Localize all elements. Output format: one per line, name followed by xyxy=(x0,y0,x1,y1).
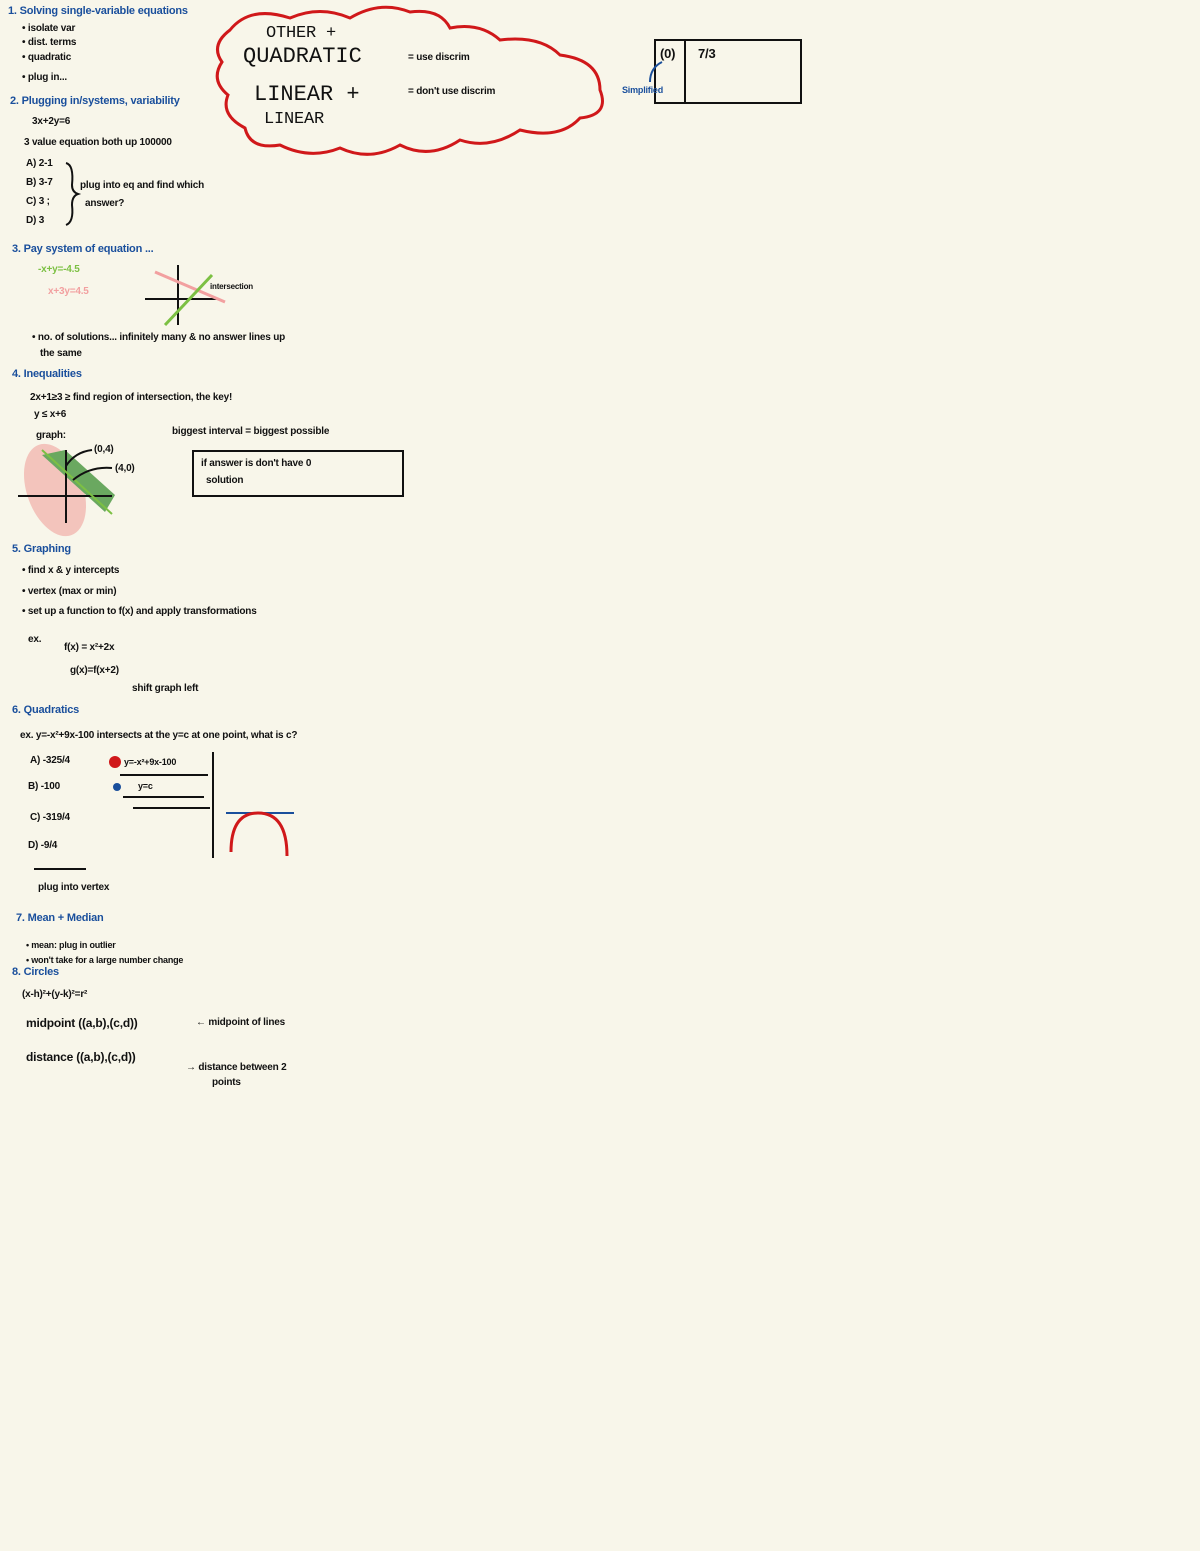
s1-item: • dist. terms xyxy=(22,37,77,48)
s6-choice: D) -9/4 xyxy=(28,840,58,851)
s4-graph-label: graph: xyxy=(36,430,66,441)
s4-point: (0,4) xyxy=(94,444,114,455)
s8-eq: (x-h)²+(y-k)²=r² xyxy=(22,989,88,1000)
s2-choice: C) 3 ; xyxy=(26,196,50,207)
s4-box-text: if answer is don't have 0 xyxy=(201,458,312,469)
s5-item: • set up a function to f(x) and apply tr… xyxy=(22,606,257,617)
quadratic-sketch xyxy=(34,752,294,870)
s2-choice: A) 2-1 xyxy=(26,158,53,169)
s3-note: the same xyxy=(40,348,82,359)
s4-line: y ≤ x+6 xyxy=(34,409,67,420)
section-4-title: 4. Inequalities xyxy=(12,368,82,380)
s3-eq-green: -x+y=-4.5 xyxy=(38,264,80,275)
s3-note: • no. of solutions... infinitely many & … xyxy=(32,332,286,343)
s4-note: biggest interval = biggest possible xyxy=(172,426,330,437)
s6-question: ex. y=-x²+9x-100 intersects at the y=c a… xyxy=(20,730,298,741)
system-graph xyxy=(145,265,226,327)
s4-box-text: solution xyxy=(206,475,244,486)
s6-choice: B) -100 xyxy=(28,781,60,792)
s5-ex: ex. xyxy=(28,634,42,645)
s4-point: (4,0) xyxy=(115,463,135,474)
section-1-title: 1. Solving single-variable equations xyxy=(8,5,188,17)
s1-item: • isolate var xyxy=(22,23,76,34)
s7-item: • mean: plug in outlier xyxy=(26,940,116,950)
card-label: Simplified xyxy=(622,85,664,95)
s5-shift: shift graph left xyxy=(132,683,199,694)
card-box xyxy=(654,39,802,104)
s7-item: • won't take for a large number change xyxy=(26,955,184,965)
s6-choice: C) -319/4 xyxy=(30,812,70,823)
cloud-quadratic: QUADRATIC xyxy=(243,44,362,69)
s6-eq1: y=-x²+9x-100 xyxy=(124,757,177,767)
s8-midpoint: midpoint ((a,b),(c,d)) xyxy=(26,1016,138,1030)
section-8-title: 8. Circles xyxy=(12,966,59,978)
s1-item: • quadratic xyxy=(22,52,72,63)
inequality-graph xyxy=(18,443,115,537)
s2-brace-note: plug into eq and find which xyxy=(80,180,205,191)
s8-distance-note: points xyxy=(212,1077,241,1088)
section-3-title: 3. Pay system of equation ... xyxy=(12,243,154,255)
s1-item: • plug in... xyxy=(22,72,67,83)
s8-distance: distance ((a,b),(c,d)) xyxy=(26,1050,136,1064)
s2-choice: D) 3 xyxy=(26,215,45,226)
s5-item: • vertex (max or min) xyxy=(22,586,117,597)
s6-choice: A) -325/4 xyxy=(30,755,70,766)
cloud-other: OTHER + xyxy=(266,24,337,43)
section-5-title: 5. Graphing xyxy=(12,543,71,555)
cloud-quad-note: = use discrim xyxy=(408,52,470,63)
s6-eq2: y=c xyxy=(138,781,153,791)
s6-plug: plug into vertex xyxy=(38,882,110,893)
s5-g: g(x)=f(x+2) xyxy=(70,665,119,676)
s2-brace-note: answer? xyxy=(85,198,125,209)
cloud-linear2: LINEAR xyxy=(264,110,325,129)
s2-choice: B) 3-7 xyxy=(26,177,53,188)
card-right: 7/3 xyxy=(698,46,716,61)
cloud-linear: LINEAR + xyxy=(254,82,360,107)
s8-midpoint-note: ← midpoint of lines xyxy=(196,1017,285,1028)
cloud-outline xyxy=(215,5,604,156)
arrow-icon xyxy=(649,61,663,83)
cloud-linear-note: = don't use discrim xyxy=(408,86,496,97)
note-box xyxy=(192,450,404,497)
s4-line: 2x+1≥3 ≥ find region of intersection, th… xyxy=(30,392,233,403)
s3-intersection: intersection xyxy=(210,282,253,291)
s5-item: • find x & y intercepts xyxy=(22,565,120,576)
s2-note: 3 value equation both up 100000 xyxy=(24,137,172,148)
s5-f: f(x) = x²+2x xyxy=(64,642,115,653)
card-left: (0) xyxy=(660,46,676,61)
s3-eq-pink: x+3y=4.5 xyxy=(48,286,89,297)
s8-distance-note: → distance between 2 xyxy=(186,1062,287,1073)
section-6-title: 6. Quadratics xyxy=(12,704,80,716)
section-7-title: 7. Mean + Median xyxy=(16,912,104,924)
s2-eq: 3x+2y=6 xyxy=(32,116,71,127)
brace xyxy=(65,162,82,226)
section-2-title: 2. Plugging in/systems, variability xyxy=(10,95,180,107)
